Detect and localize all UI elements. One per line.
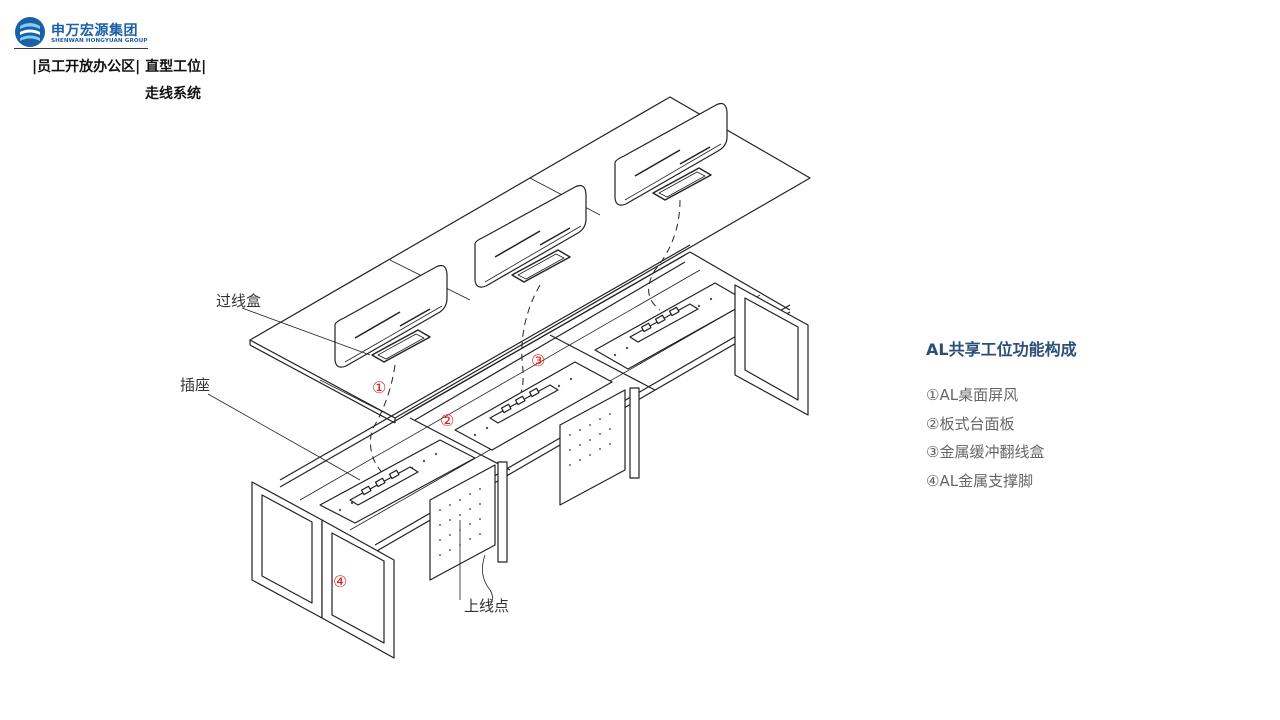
desk-screen-2	[474, 184, 587, 288]
company-logo: 申万宏源集团 SHENWAN HONGYUAN GROUP	[14, 14, 154, 54]
callout-wire-entry: 上线点	[464, 597, 510, 615]
callout-wire-box: 过线盒	[216, 292, 262, 310]
marker-3: ③	[531, 351, 546, 370]
logo-mark-icon	[15, 17, 45, 47]
page-subtitle: 走线系统	[145, 86, 201, 102]
legend-item-3: ③金属缓冲翻线盒	[926, 443, 1045, 461]
desk-screen-1	[334, 264, 448, 368]
power-sockets	[349, 303, 699, 506]
left-end-legs	[251, 481, 395, 659]
logo-name-en: SHENWAN HONGYUAN GROUP	[51, 38, 148, 44]
desk-screen-3	[614, 102, 728, 206]
wire-box-group	[371, 167, 712, 363]
marker-4: ④	[333, 572, 348, 591]
cable-lines	[370, 199, 681, 481]
legend-item-4: ④AL金属支撑脚	[926, 472, 1034, 490]
right-end-leg	[734, 284, 809, 416]
callout-socket: 插座	[180, 376, 211, 394]
panel-perforations	[439, 413, 611, 556]
legend-item-1: ①AL桌面屏风	[926, 386, 1019, 404]
center-legs	[497, 387, 640, 563]
marker-2: ②	[440, 411, 455, 430]
logo-name-cn: 申万宏源集团	[51, 23, 138, 39]
legend-title: AL共享工位功能构成	[926, 340, 1077, 359]
marker-1: ①	[372, 378, 387, 397]
leader-lines	[207, 307, 493, 606]
header-divider	[14, 48, 148, 49]
legend-item-2: ②板式台面板	[926, 415, 1015, 433]
modesty-panels	[429, 389, 626, 600]
breadcrumb: |员工开放办公区| 直型工位|	[32, 59, 207, 75]
